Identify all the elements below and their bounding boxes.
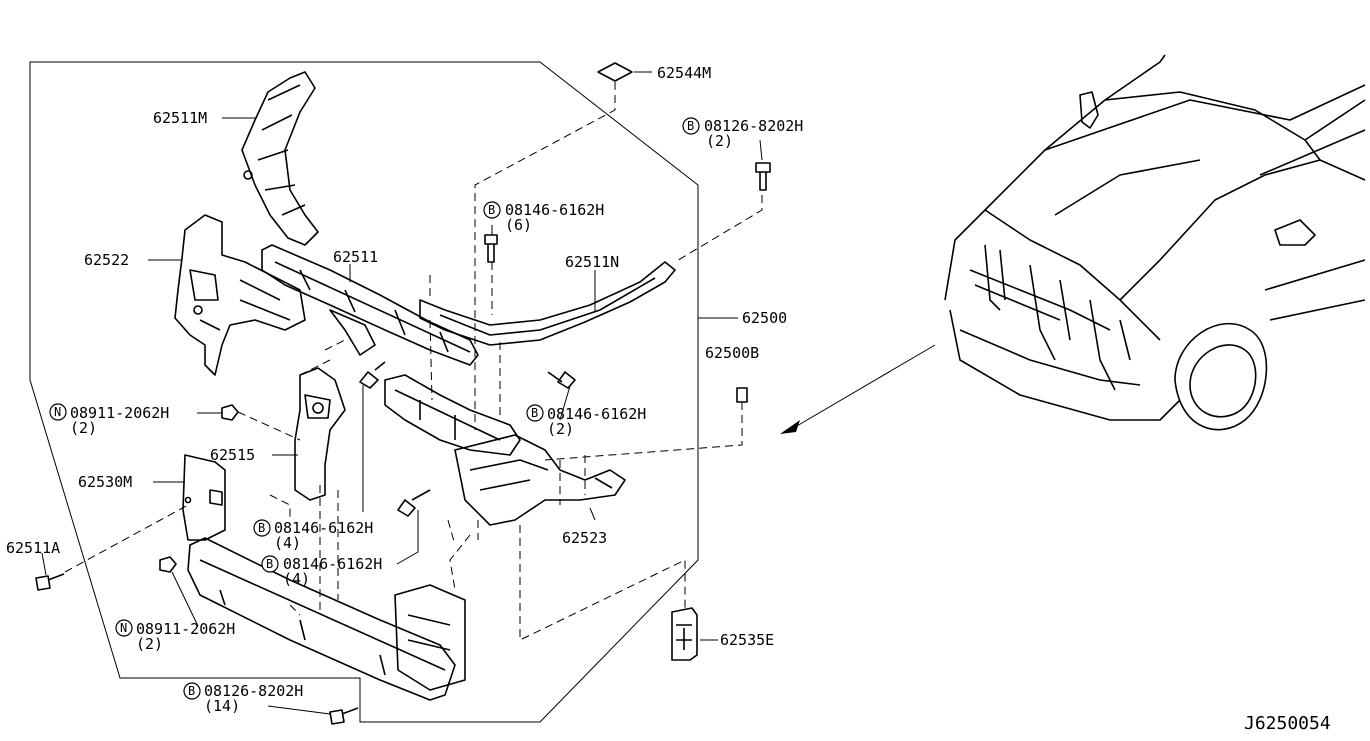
part-62544M-shape [597,62,633,82]
bolt-bottom [329,707,359,725]
bolt-symbol-08146-c: B [258,521,265,535]
car-illustration [944,54,1366,431]
nut-symbol-08911-a: N [54,405,61,419]
label-08911-2062H-b: 08911-2062H [136,620,235,638]
bolt-left-mid [359,361,386,389]
nut-lower [159,556,177,573]
leader-lines [41,71,763,715]
bolt-symbol-08126-bot: B [188,684,195,698]
bolt-symbol-08146-b: B [531,406,538,420]
part-62515-shape [294,367,346,501]
qty-08146-6162H-b: (2) [547,420,574,438]
qty-08126-8202H-top: (2) [706,132,733,150]
label-08146-6162H-b: 08146-6162H [547,405,646,423]
dashed-lines [64,82,763,641]
bolt-symbol-08126-top: B [687,119,694,133]
label-08146-6162H-d: 08146-6162H [283,555,382,573]
label-62530M: 62530M [78,473,132,491]
qty-08911-2062H-b: (2) [136,635,163,653]
part-62511-shape [261,244,479,366]
label-62511: 62511 [333,248,378,266]
label-62511A: 62511A [6,539,60,557]
part-lower-support-shape [187,537,466,701]
part-62522-shape [174,214,306,376]
part-62511N-shape [419,261,676,346]
bolt-lower-center [397,489,431,517]
qty-08146-6162H-a: (6) [505,216,532,234]
label-62535E: 62535E [720,631,774,649]
label-62511N: 62511N [565,253,619,271]
diagram-code: J6250054 [1244,713,1331,734]
bolt-62511A [35,573,65,591]
qty-08146-6162H-d: (4) [283,570,310,588]
qty-08911-2062H-a: (2) [70,419,97,437]
label-08126-8202H-top: 08126-8202H [704,117,803,135]
qty-08126-8202H-bot: (14) [204,697,240,715]
bolt-top-right [755,162,771,191]
bolt-right-mid [547,371,576,389]
label-62500: 62500 [742,309,787,327]
part-62530M-shape [182,454,226,541]
bolt-symbol-08146-d: B [266,557,273,571]
qty-08146-6162H-c: (4) [274,534,301,552]
label-62522: 62522 [84,251,129,269]
label-08911-2062H-a: 08911-2062H [70,404,169,422]
part-62511M-shape [241,71,319,246]
part-center-bracket-shape [384,374,521,456]
part-62500B-shape [736,387,748,403]
label-62511M: 62511M [153,109,207,127]
label-08126-8202H-bot: 08126-8202H [204,682,303,700]
label-08146-6162H-a: 08146-6162H [505,201,604,219]
nut-upper [221,404,239,421]
label-62544M: 62544M [657,64,711,82]
nut-symbol-08911-b: N [120,621,127,635]
bolt-symbol-08146-a: B [488,203,495,217]
label-08146-6162H-c: 08146-6162H [274,519,373,537]
label-62515: 62515 [210,446,255,464]
part-62523-shape [454,434,626,526]
direction-arrow [780,344,936,434]
part-62535E-shape [671,607,698,661]
assembly-outline [29,61,699,723]
label-62500B: 62500B [705,344,759,362]
bolt-center-top [484,234,498,263]
label-62523: 62523 [562,529,607,547]
